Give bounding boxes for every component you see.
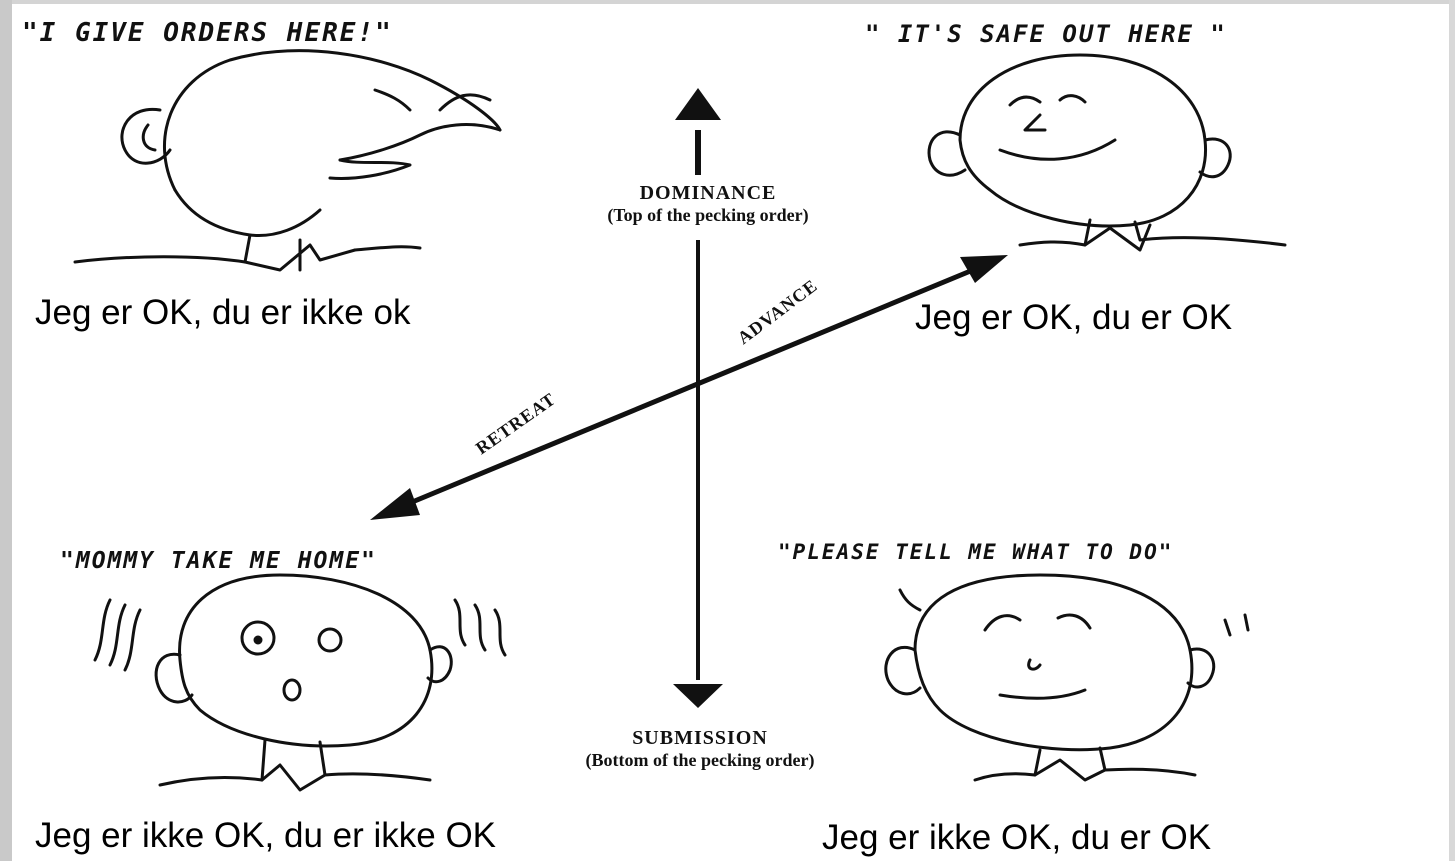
dominance-label: DOMINANCE (Top of the pecking order): [478, 182, 938, 226]
diagonal-axis-arrow: [370, 255, 1008, 520]
face-dominant-illustration: [75, 51, 500, 270]
submission-subtitle: (Bottom of the pecking order): [440, 750, 960, 771]
caption-top-left: Jeg er OK, du er ikke ok: [35, 293, 410, 333]
dominance-title: DOMINANCE: [478, 182, 938, 205]
quote-top-left: "I GIVE ORDERS HERE!": [22, 18, 393, 48]
quote-bottom-right: "PLEASE TELL ME WHAT TO DO": [778, 540, 1173, 564]
face-happy-illustration: [929, 55, 1285, 250]
quote-top-right: " IT'S SAFE OUT HERE ": [865, 20, 1227, 48]
dominance-subtitle: (Top of the pecking order): [478, 205, 938, 226]
caption-bottom-right: Jeg er ikke OK, du er OK: [822, 818, 1211, 858]
vertical-axis-arrow: [673, 88, 723, 708]
caption-top-right: Jeg er OK, du er OK: [915, 298, 1232, 338]
submission-label: SUBMISSION (Bottom of the pecking order): [440, 727, 960, 771]
submission-title: SUBMISSION: [440, 727, 960, 750]
caption-bottom-left: Jeg er ikke OK, du er ikke OK: [35, 816, 496, 856]
quote-bottom-left: "MOMMY TAKE ME HOME": [60, 548, 377, 574]
